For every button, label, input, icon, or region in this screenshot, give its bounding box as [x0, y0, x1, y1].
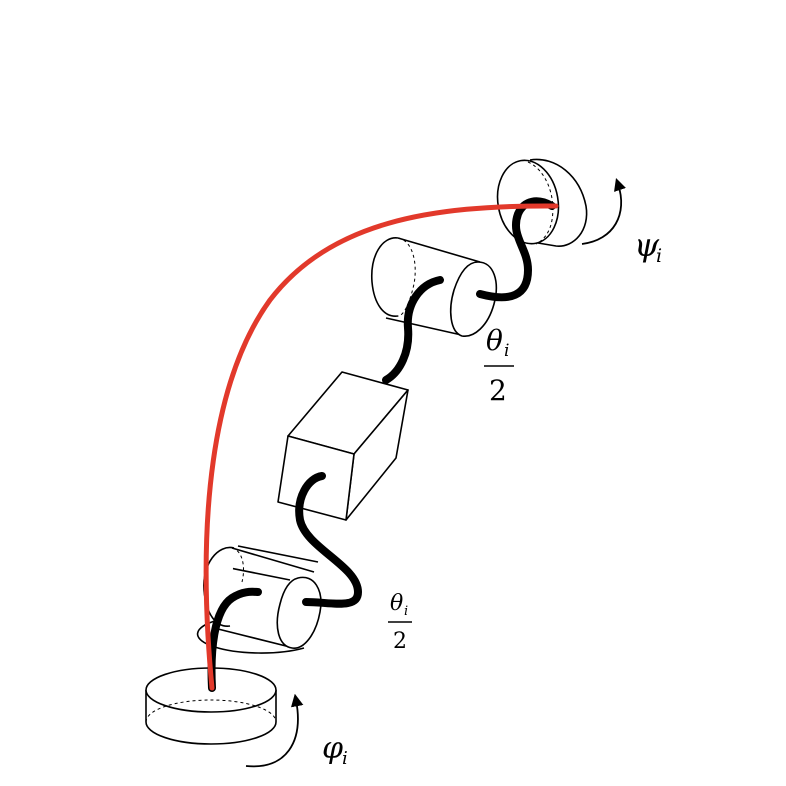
theta-lower-label: θ i 2 [388, 591, 412, 654]
theta-upper-numerator-subscript: i [504, 341, 509, 361]
theta-lower-numerator-subscript: i [404, 604, 408, 619]
psi-rotation-arrow [581, 178, 626, 245]
psi-symbol: ψ [634, 226, 660, 264]
upper-joint-cylinder [371, 237, 498, 337]
phi-label: φ i [322, 731, 348, 769]
theta-lower-numerator: θ [390, 591, 403, 616]
phi-rotation-arrow [245, 693, 304, 768]
backbone-curve [203, 203, 559, 691]
phi-symbol: φ [322, 731, 343, 766]
theta-lower-denominator: 2 [393, 629, 407, 654]
theta-upper-label: θ i 2 [484, 324, 514, 407]
theta-upper-numerator: θ [486, 324, 503, 357]
psi-label: ψ i [634, 226, 662, 267]
psi-subscript: i [656, 245, 662, 267]
theta-upper-denominator: 2 [489, 374, 507, 407]
phi-subscript: i [342, 748, 348, 769]
